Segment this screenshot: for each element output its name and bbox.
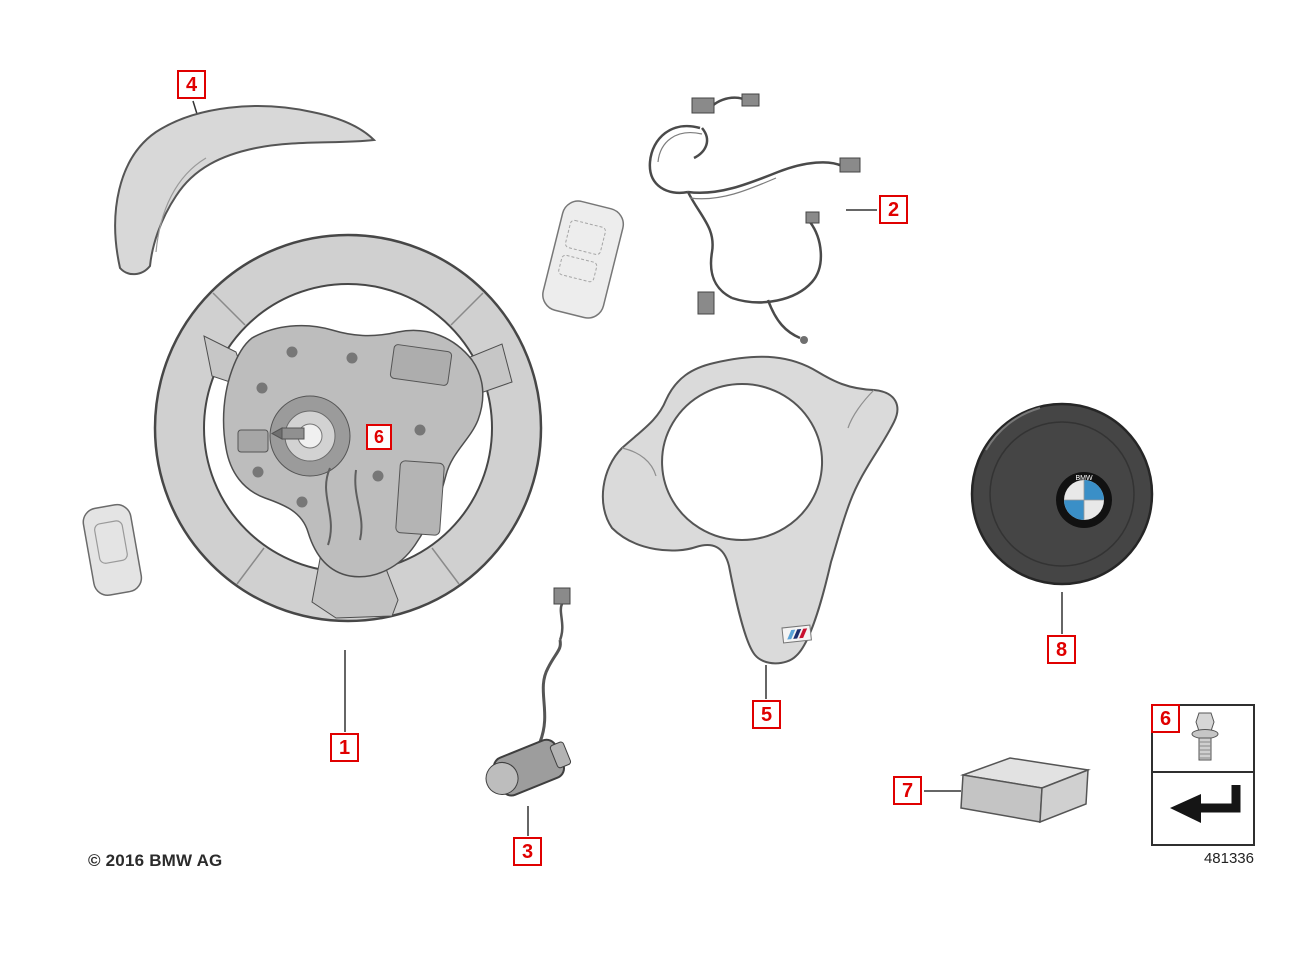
bmw-roundel-icon: BMW [1056,472,1112,528]
airbag-module-drawing: BMW [970,402,1154,586]
callout-6-legend[interactable]: 6 [1151,704,1180,733]
shift-paddle-right-drawing [542,200,625,319]
callout-7[interactable]: 7 [893,776,922,805]
hex-flange-screw-icon [1191,712,1219,761]
callout-1[interactable]: 1 [330,733,359,762]
steering-wheel-drawing [153,233,543,623]
drawing-number: 481336 [1203,850,1254,867]
callout-8[interactable]: 8 [1047,635,1076,664]
copyright-notice: © 2016 BMW AG [88,851,223,870]
shift-paddle-left-drawing [82,503,143,597]
bmw-logo-text: BMW [1075,475,1093,482]
screw-drawing [270,427,305,440]
callout-2[interactable]: 2 [879,195,908,224]
callout-5[interactable]: 5 [752,700,781,729]
m-badge-icon [781,624,812,644]
callout-6-wheel[interactable]: 6 [366,424,392,450]
direction-arrow-icon [1170,785,1241,823]
parts-kit-box-drawing [960,757,1091,824]
trim-cover-drawing [601,355,899,665]
wiring-harness-drawing [648,93,861,344]
vibration-motor-drawing [485,587,572,797]
trim-blade-drawing [114,105,377,276]
callout-3[interactable]: 3 [513,837,542,866]
callout-4[interactable]: 4 [177,70,206,99]
